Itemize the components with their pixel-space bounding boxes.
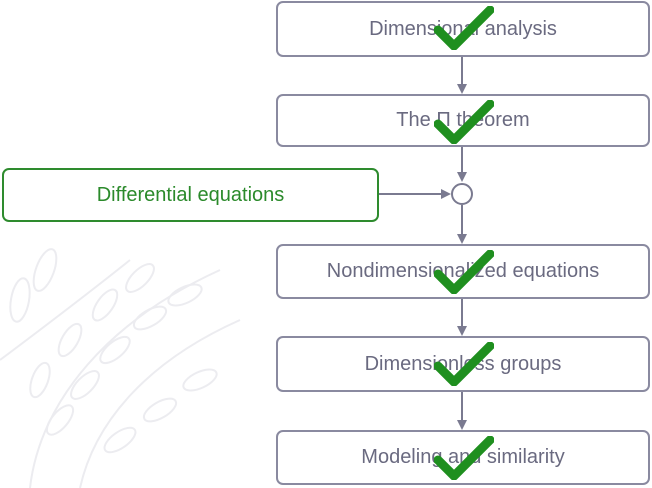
check-icon [434,250,494,294]
step-dimensionless-groups: Dimensionless groups [276,336,650,392]
junction-node [451,183,473,205]
step-label: Dimensionless groups [364,352,562,375]
check-icon [434,436,494,480]
step-dimensional-analysis: Dimensional analysis [276,1,650,57]
step-label: The Π theorem [396,109,530,131]
step-modeling-and-similarity: Modeling and similarity [276,430,650,485]
input-label: Differential equations [96,183,285,206]
check-icon [434,100,494,144]
step-label: Dimensional analysis [369,17,557,40]
input-differential-equations: Differential equations [2,168,379,222]
step-nondimensionalized-equations: Nondimensionalized equations [276,244,650,299]
step-label: Modeling and similarity [361,446,565,468]
check-icon [434,6,494,50]
check-icon [434,342,494,386]
step-pi-theorem: The Π theorem [276,94,650,147]
step-label: Nondimensionalized equations [326,260,600,282]
